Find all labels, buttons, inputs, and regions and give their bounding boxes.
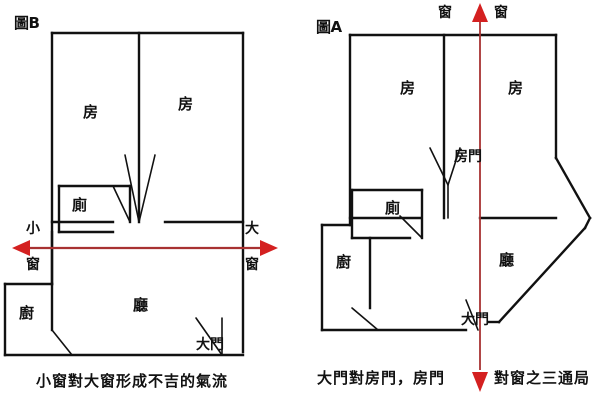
wall-living-angle-lower — [497, 226, 587, 324]
window-label-left: 窗 — [438, 5, 452, 21]
wall-group-b — [3, 31, 245, 357]
main-door-swing — [195, 317, 223, 356]
room-label-toilet: 廁 — [72, 196, 88, 214]
figure-tag-a: 圖A — [316, 18, 342, 36]
door-swing-group-b — [51, 185, 223, 356]
kitchen-door-swing — [351, 307, 379, 331]
room-label-living: 廳 — [499, 251, 515, 269]
bedroom-door-arrow — [124, 154, 156, 223]
diagram-a-floorplan-drawing — [320, 3, 592, 392]
main-door-label: 大門 — [461, 312, 489, 328]
room-label-right-bedroom: 房 — [178, 95, 194, 113]
wall-living-tip — [583, 216, 592, 230]
small-window-label-top: 小 — [26, 221, 40, 237]
bedroom-door-leaf-right — [447, 147, 461, 186]
room-label-living: 廳 — [133, 296, 149, 314]
diagram-a: 圖A 房 房 廁 廚 廳 窗 窗 房門 大門 大門對房門，房門 對窗之三通局 — [300, 0, 600, 400]
airflow-arrowhead-top — [472, 3, 488, 22]
big-window-label-top: 大 — [245, 221, 259, 237]
room-label-kitchen: 廚 — [19, 304, 35, 322]
kitchen-door-swing — [51, 329, 73, 356]
window-label-right: 窗 — [494, 5, 508, 21]
room-label-left-bedroom: 房 — [400, 79, 416, 97]
door-swing-group-a — [351, 215, 479, 331]
vertical-airflow-arrow — [472, 3, 488, 392]
room-label-right-bedroom: 房 — [508, 79, 524, 97]
diagram-b-floorplan-drawing — [3, 31, 278, 357]
toilet-door-swing — [399, 215, 423, 239]
room-label-left-bedroom: 房 — [83, 103, 99, 121]
big-window-label-bottom: 窗 — [245, 257, 259, 273]
room-label-toilet: 廁 — [385, 199, 401, 217]
toilet-door-swing — [112, 185, 131, 223]
main-door-swing — [465, 299, 479, 331]
small-window-label-bottom: 窗 — [26, 257, 40, 273]
caption-a-left: 大門對房門，房門 — [317, 369, 446, 387]
wall-living-angle-upper — [554, 156, 592, 220]
main-door-label: 大門 — [196, 337, 224, 353]
bedroom-door-arrow — [429, 147, 461, 219]
caption-a-right: 對窗之三通局 — [494, 369, 591, 387]
figure-tag-b: 圖B — [14, 14, 40, 32]
room-label-kitchen: 廚 — [336, 253, 352, 271]
diagram-b: 圖B 房 房 廁 廚 廳 小 窗 大 窗 大門 小窗對大窗形成不吉的氣流 — [3, 14, 278, 390]
airflow-arrowhead-bottom — [472, 372, 488, 392]
bedroom-door-label: 房門 — [454, 149, 482, 165]
wall-group-a — [320, 33, 592, 332]
horizontal-airflow-arrow — [12, 240, 278, 256]
airflow-arrowhead-right — [260, 240, 278, 256]
caption-b: 小窗對大窗形成不吉的氣流 — [36, 372, 229, 390]
bedroom-door-leaf-left — [429, 147, 449, 186]
airflow-arrowhead-left — [12, 240, 30, 256]
